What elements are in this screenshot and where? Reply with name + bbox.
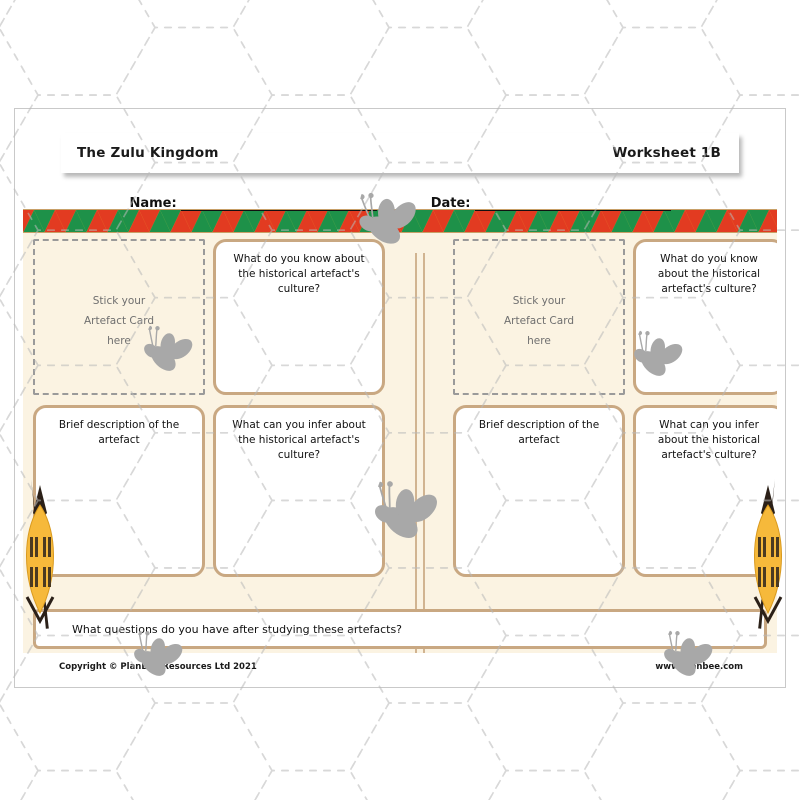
zulu-shield-left: [17, 479, 63, 633]
artefact-1-questions-column: What do you know about the historical ar…: [213, 239, 385, 607]
artefact-1-infer-prompt: What can you infer about the historical …: [232, 419, 366, 462]
date-label: Date:: [430, 196, 471, 211]
worksheet-page: The Zulu Kingdom Worksheet 1B Name: Date…: [14, 108, 786, 688]
page-title: The Zulu Kingdom: [77, 145, 219, 161]
zulu-shield-icon: [25, 479, 55, 629]
name-date-row: Name: Date:: [15, 185, 785, 211]
artefact-2-stick-card-area[interactable]: Stick your Artefact Card here: [453, 239, 625, 395]
website-link[interactable]: www.planbee.com: [655, 662, 743, 672]
stick-card-instruction: Stick your Artefact Card here: [504, 295, 574, 347]
artefact-2-description-prompt: Brief description of the artefact: [478, 419, 600, 447]
artefact-1-description-prompt: Brief description of the artefact: [58, 419, 180, 447]
artefact-2-description-box[interactable]: Brief description of the artefact: [453, 405, 625, 577]
zulu-shield-right: [745, 479, 785, 633]
worksheet-body: Stick your Artefact Card here Brief desc…: [23, 209, 777, 653]
center-divider: [415, 253, 425, 653]
artefact-grid: Stick your Artefact Card here Brief desc…: [23, 231, 777, 653]
copyright-text: Copyright © PlanBee Resources Ltd 2021: [59, 662, 257, 672]
zulu-triangle-border: [23, 209, 777, 233]
zulu-shield-icon: [753, 479, 783, 629]
name-input[interactable]: [180, 196, 377, 211]
artefact-2-know-box[interactable]: What do you know about the historical ar…: [633, 239, 777, 395]
date-input[interactable]: [474, 196, 671, 211]
title-bar: The Zulu Kingdom Worksheet 1B: [61, 133, 739, 173]
artefact-1-stick-card-area[interactable]: Stick your Artefact Card here: [33, 239, 205, 395]
worksheet-number: Worksheet 1B: [612, 145, 721, 161]
stick-card-instruction: Stick your Artefact Card here: [84, 295, 154, 347]
artefact-2-card-slot-column: Stick your Artefact Card here Brief desc…: [453, 239, 625, 607]
triangle-pattern-icon: [23, 210, 777, 232]
artefact-1-infer-box[interactable]: What can you infer about the historical …: [213, 405, 385, 577]
name-label: Name:: [129, 196, 177, 211]
closing-question-prompt: What questions do you have after studyin…: [72, 622, 403, 636]
artefact-1-know-box[interactable]: What do you know about the historical ar…: [213, 239, 385, 395]
closing-question-box[interactable]: What questions do you have after studyin…: [33, 609, 767, 649]
artefact-2-infer-prompt: What can you infer about the historical …: [657, 419, 761, 462]
artefact-1-know-prompt: What do you know about the historical ar…: [233, 253, 365, 296]
page-footer: Copyright © PlanBee Resources Ltd 2021 w…: [23, 655, 777, 679]
artefact-2-know-prompt: What do you know about the historical ar…: [657, 253, 761, 296]
